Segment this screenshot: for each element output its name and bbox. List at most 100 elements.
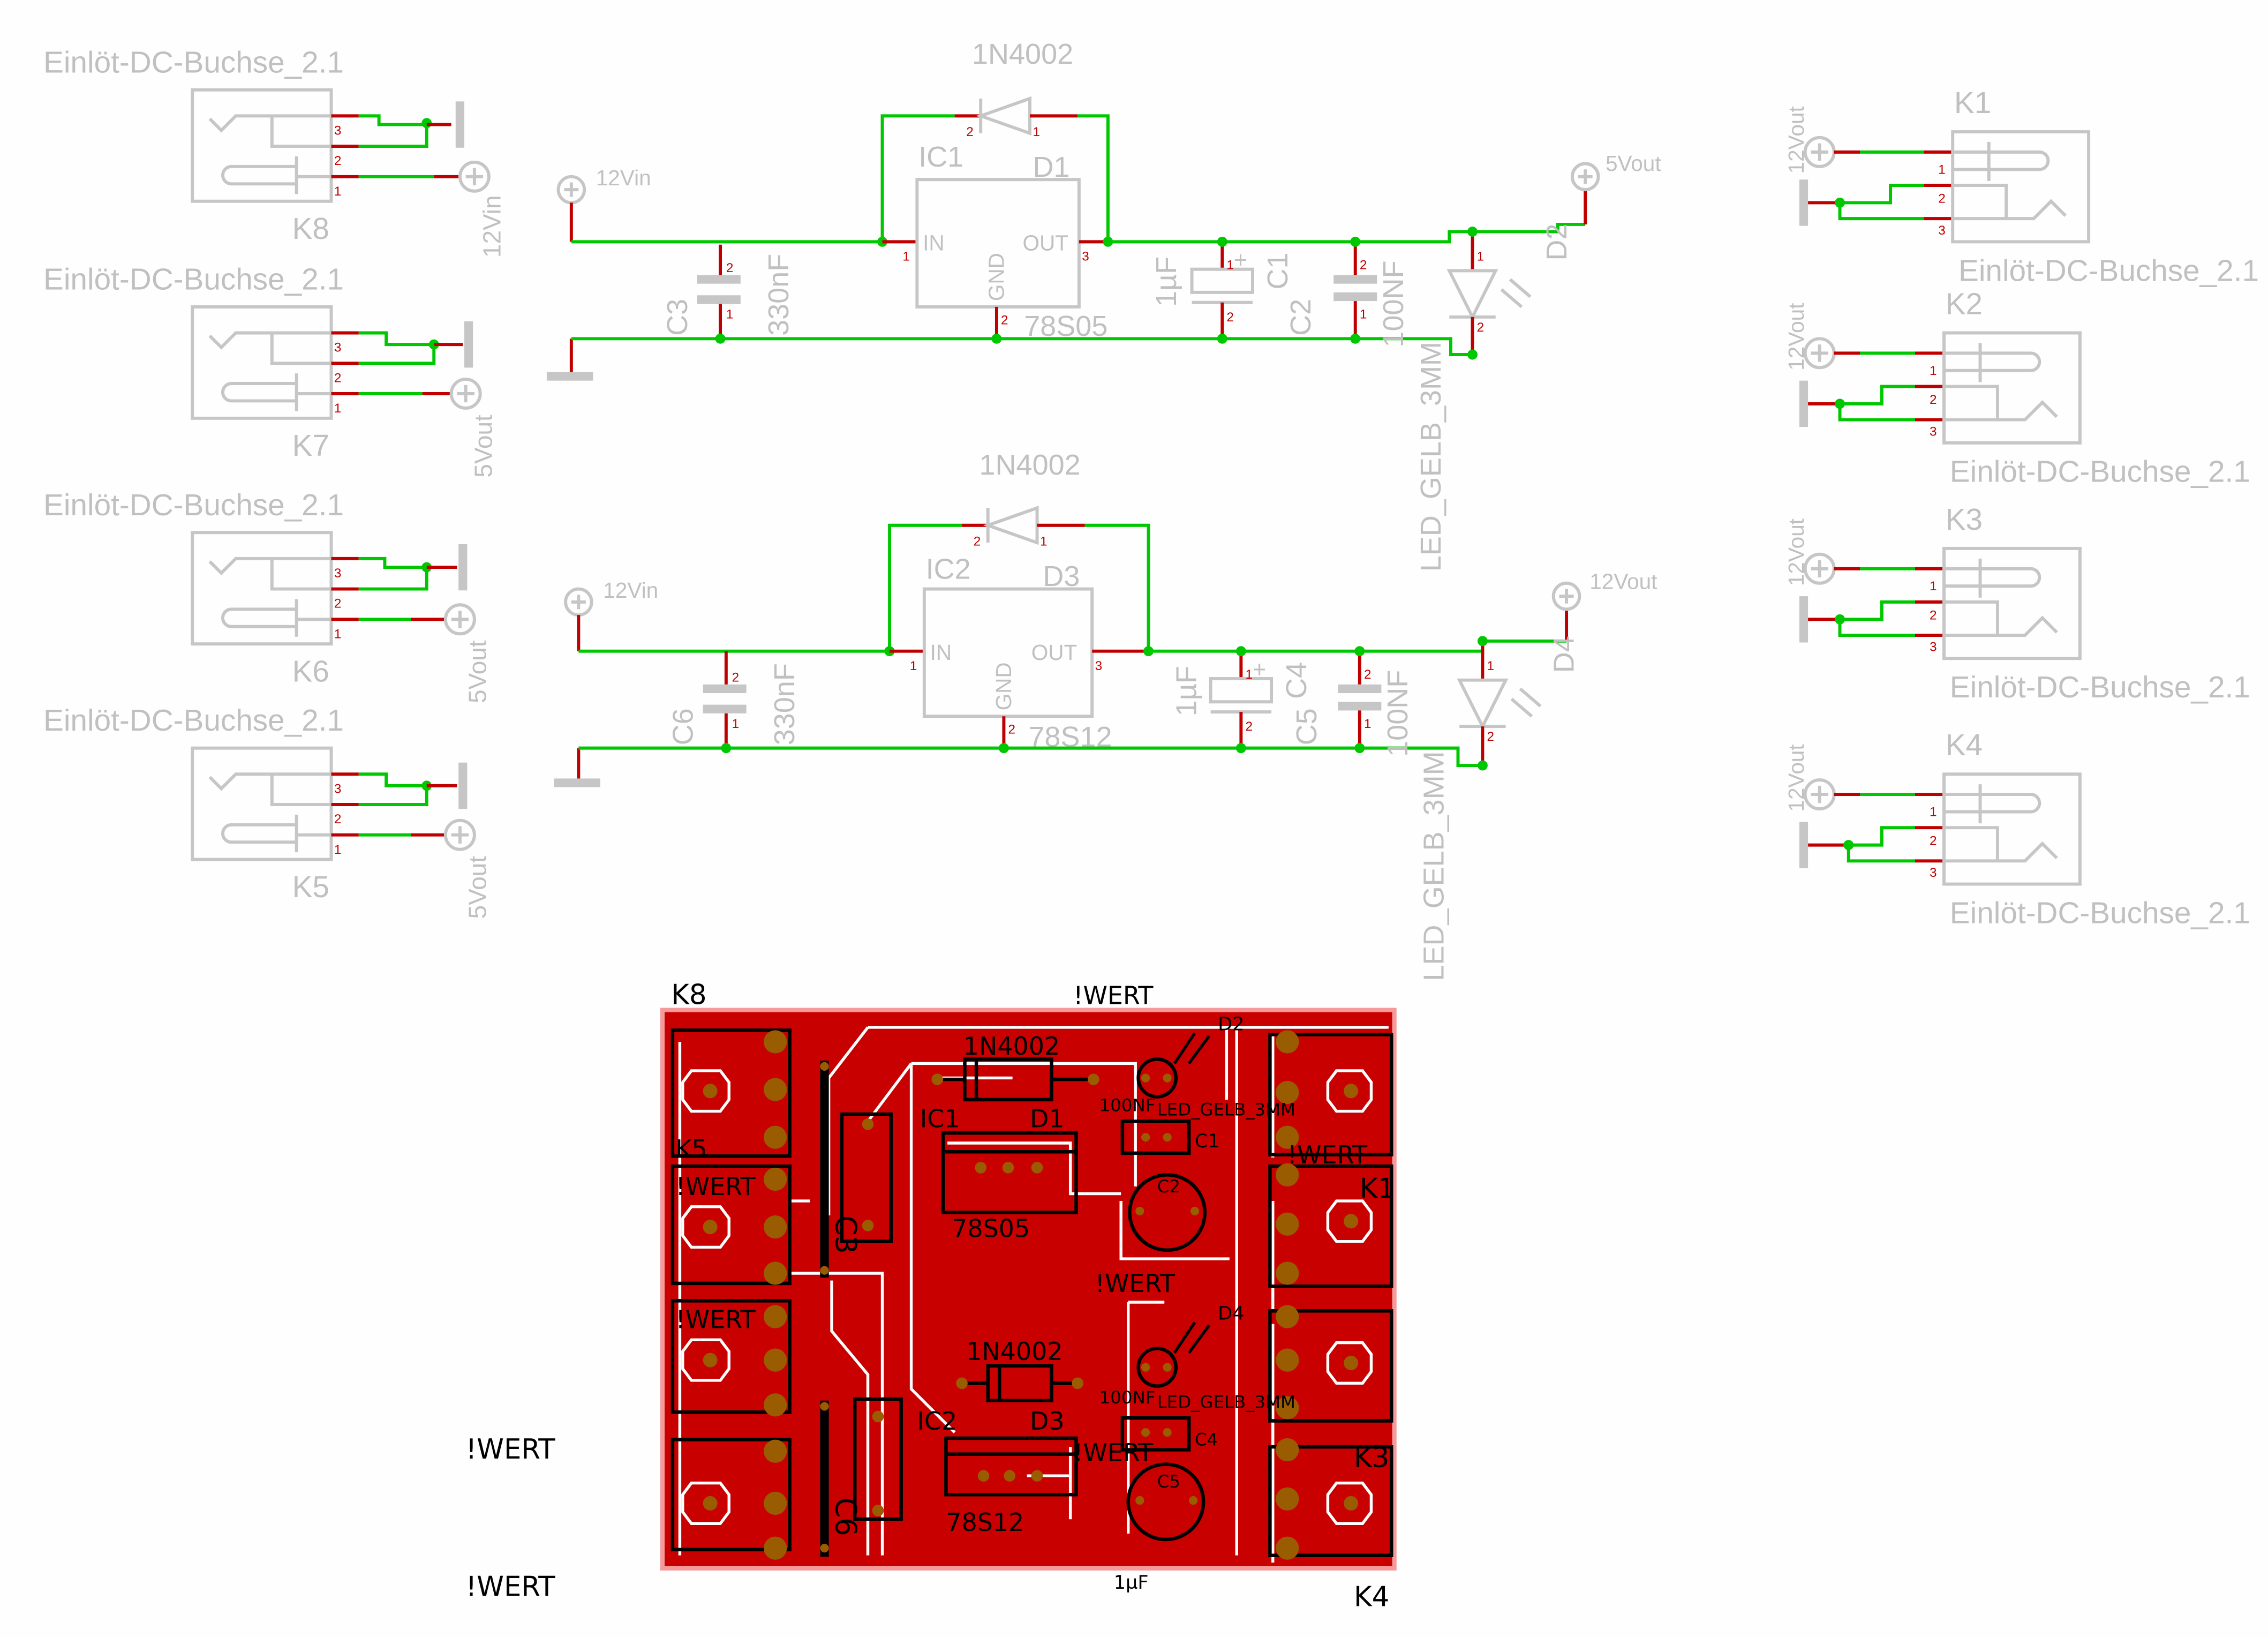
ground-symbol <box>546 372 593 381</box>
regulator-12v[interactable]: 12Vin 1 2 1 1N4002 D3 IC2 IN OUT GND 2 7… <box>554 449 1657 981</box>
pin-number: 2 <box>1930 393 1937 407</box>
connector-value: Einlöt-DC-Buchse_2.1 <box>43 262 344 296</box>
capacitor-value: 330nF <box>768 663 801 745</box>
component-outline <box>840 1112 893 1243</box>
capacitor-plates <box>1333 292 1377 302</box>
supply-label: 12Vout <box>1784 744 1809 812</box>
ic-ref: IC1 <box>918 141 963 173</box>
connector-value: Einlöt-DC-Buchse_2.1 <box>1950 455 2250 489</box>
supply-label: 12Vout <box>1784 303 1809 371</box>
diode-symbol-icon <box>976 96 1032 136</box>
ic-ref: IC2 <box>926 553 971 585</box>
footprint-k5 <box>670 1438 792 1560</box>
left-connector-k8[interactable]: Einlöt-DC-Buchse_2.1 3 2 1 12Vin K8 <box>43 46 506 258</box>
pin-number: 2 <box>1477 320 1485 335</box>
input-label: 12Vin <box>596 166 651 190</box>
footprint-k8 <box>670 1028 792 1158</box>
pin-number: 1 <box>334 401 342 416</box>
ic-pin-label: IN <box>930 640 952 665</box>
switch-contact-icon <box>208 114 331 133</box>
pin-number: 1 <box>1938 162 1946 177</box>
ic-pin-label: OUT <box>1023 231 1069 256</box>
connector-value: Einlöt-DC-Buchse_2.1 <box>1950 671 2250 704</box>
footprint-k1 <box>1268 1030 1393 1156</box>
pcb-board[interactable]: C3 C6 1N4002 IC1 D1 78S05 !WERT D2 100NF… <box>466 979 1397 1613</box>
silk-c5-value: 1µF <box>1114 1572 1149 1594</box>
silk-wert: !WERT <box>675 1305 756 1334</box>
ground-symbol <box>1799 596 1809 643</box>
pin-number: 1 <box>1360 307 1367 321</box>
barrel-pin-icon <box>221 814 331 853</box>
pin-number: 2 <box>1930 834 1937 848</box>
ic-value: 78S05 <box>1024 310 1107 342</box>
footprint-k6 <box>670 1299 792 1417</box>
silk-ic1-ref: IC1 <box>920 1104 960 1133</box>
silk-d3-ref: D3 <box>1030 1407 1065 1436</box>
switch-contact-icon <box>208 772 331 791</box>
pin-number: 1 <box>1487 659 1495 673</box>
silk-d3-value: 1N4002 <box>966 1337 1063 1366</box>
plus-glyph <box>451 826 469 844</box>
svg-text:+: + <box>1253 657 1266 682</box>
footprint-k4 <box>1268 1438 1393 1560</box>
pin-number: 3 <box>334 341 342 355</box>
capacitor-ref: C1 <box>1262 252 1294 289</box>
barrel-pin-icon <box>221 156 331 194</box>
left-connector-k6[interactable]: Einlöt-DC-Buchse_2.1 3 2 1 5Vout K6 <box>43 489 491 703</box>
left-connector-k7[interactable]: Einlöt-DC-Buchse_2.1 3 2 1 5Vout K7 <box>43 262 497 477</box>
capacitor-plates <box>1338 702 1382 711</box>
pin-number: 3 <box>1095 659 1103 673</box>
right-connector-k4[interactable]: 12Vout 1 2 3 K4 Einlöt-DC-Buchse_2.1 <box>1784 728 2250 930</box>
connector-value: Einlöt-DC-Buchse_2.1 <box>43 46 344 79</box>
pin-number: 2 <box>334 154 342 168</box>
pin-number: 1 <box>1930 364 1937 378</box>
footprint-k2 <box>1268 1163 1393 1288</box>
regulator-5v[interactable]: 12Vin 1 2 1 1N4002 D1 IC1 IN OUT GND 2 7… <box>546 38 1661 572</box>
pin-number: 2 <box>1008 723 1016 737</box>
capacitor-c6-outline <box>820 1400 829 1557</box>
capacitor-ref: C5 <box>1291 708 1323 745</box>
pin-number: 1 <box>910 659 917 673</box>
electrolytic-capacitor-icon <box>1190 267 1254 294</box>
capacitor-value: 1µF <box>1150 257 1182 307</box>
pin-number: 1 <box>1226 258 1234 273</box>
footprint-k3 <box>1268 1305 1393 1423</box>
silk-led-value: LED_GELB_3MM <box>1157 1100 1295 1120</box>
capacitor-ref: C6 <box>667 708 699 745</box>
supply-label: 5Vout <box>464 640 492 703</box>
capacitor-plates <box>697 295 741 304</box>
contact-line <box>1944 600 1999 635</box>
silk-wert: !WERT <box>1073 981 1154 1010</box>
ic-pin-label: IN <box>923 231 945 256</box>
connector-value: Einlöt-DC-Buchse_2.1 <box>1950 896 2250 930</box>
left-connector-k5[interactable]: Einlöt-DC-Buchse_2.1 3 2 1 5Vout K5 <box>43 704 491 919</box>
right-connector-k1[interactable]: 12Vout 1 2 3 K1 Einlöt-DC-Buchse_2.1 <box>1784 86 2259 288</box>
capacitor-plates <box>703 704 747 713</box>
silk-c3: C3 <box>829 1215 863 1254</box>
led-symbol-icon <box>1446 269 1498 321</box>
silk-c5-value: 100NF <box>1099 1387 1156 1408</box>
contact-line <box>270 558 331 591</box>
component-outline <box>853 1397 903 1521</box>
ground-symbol <box>458 762 468 809</box>
footprint-k7 <box>670 1164 792 1286</box>
pin-number: 2 <box>334 812 342 826</box>
led-value: LED_GELB_3MM <box>1418 751 1450 981</box>
ground-symbol <box>1799 822 1809 868</box>
capacitor-ref: C2 <box>1285 299 1317 336</box>
pin-number: 1 <box>1930 805 1937 820</box>
svg-text:+: + <box>1234 247 1247 273</box>
switch-contact-icon <box>208 331 331 350</box>
silk-d1-value: 1N4002 <box>963 1032 1060 1061</box>
switch-contact-icon <box>1944 841 2058 863</box>
output-label: 12Vout <box>1589 569 1657 594</box>
diode-ref: D1 <box>1033 151 1069 183</box>
pin-number: 1 <box>1364 717 1372 731</box>
right-connector-k3[interactable]: 12Vout 1 2 3 K3 Einlöt-DC-Buchse_2.1 <box>1784 503 2250 704</box>
ground-symbol <box>464 321 473 368</box>
pin-number: 3 <box>1930 424 1937 439</box>
pin-number: 1 <box>1040 535 1048 549</box>
ic1-outline <box>941 1131 1078 1214</box>
right-connector-k2[interactable]: 12Vout 1 2 3 K2 Einlöt-DC-Buchse_2.1 <box>1784 287 2250 489</box>
